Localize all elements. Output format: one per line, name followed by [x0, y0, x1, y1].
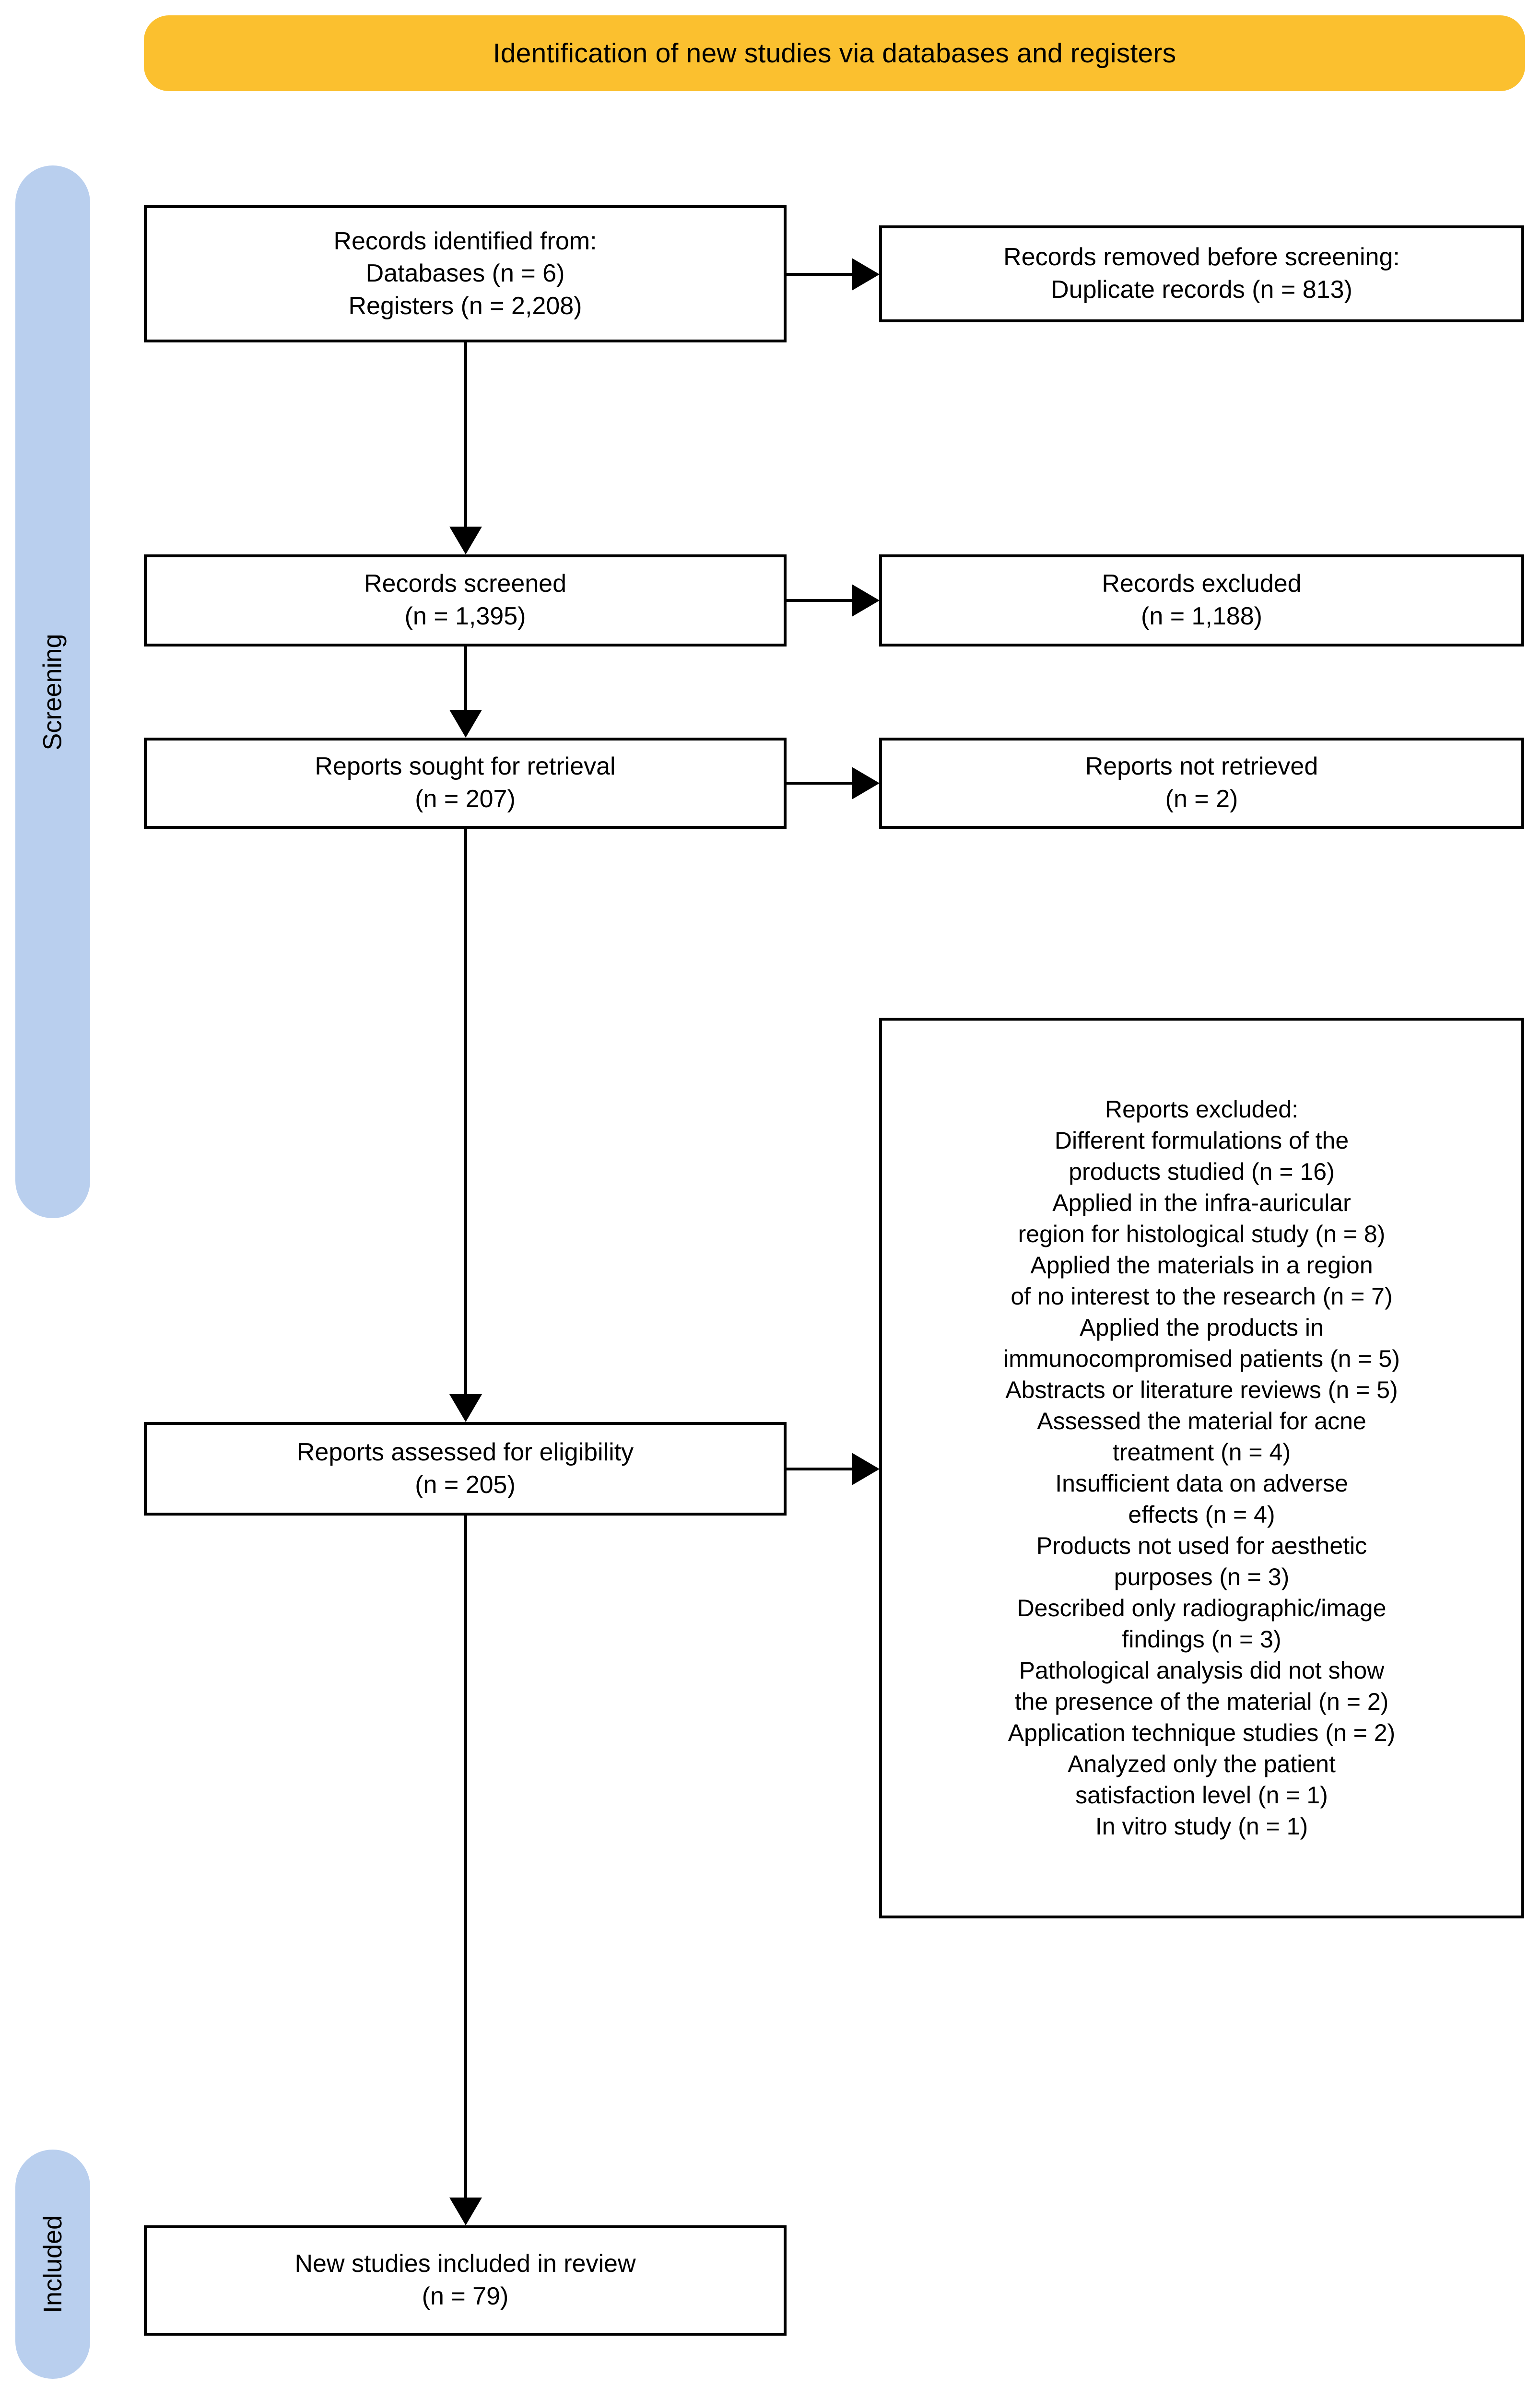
- box-reports-not-retrieved-text: Reports not retrieved (n = 2): [1085, 752, 1318, 813]
- arrow-right-icon-identified-to-removed: [852, 258, 880, 291]
- stage-label-screening: Screening: [38, 633, 68, 751]
- arrow-down-icon-identified-to-screened: [449, 527, 482, 554]
- arrow-right-icon-screened-to-excluded: [852, 584, 880, 617]
- stage-label-included: Included: [38, 2215, 68, 2314]
- box-records-identified-text: Records identified from: Databases (n = …: [333, 227, 597, 320]
- identification-header-banner: Identification of new studies via databa…: [144, 15, 1525, 91]
- box-records-removed-text: Records removed before screening: Duplic…: [1003, 243, 1400, 304]
- box-records-screened: Records screened (n = 1,395): [144, 554, 787, 647]
- box-reports-excluded-reasons-text: Reports excluded: Different formulations…: [1003, 1096, 1400, 1840]
- connector-identified-to-screened: [464, 342, 467, 528]
- arrow-right-icon-sought-to-not-retrieved: [852, 767, 880, 799]
- box-reports-assessed-eligibility: Reports assessed for eligibility (n = 20…: [144, 1422, 787, 1516]
- stage-bar-included: Included: [15, 2150, 90, 2379]
- connector-sought-to-eligibility: [464, 829, 467, 1395]
- stage-bar-screening: Screening: [15, 165, 90, 1218]
- arrow-right-icon-eligibility-to-exclusions: [852, 1453, 880, 1485]
- arrow-down-icon-screened-to-sought: [449, 710, 482, 738]
- box-reports-not-retrieved: Reports not retrieved (n = 2): [879, 738, 1524, 829]
- header-title: Identification of new studies via databa…: [493, 38, 1176, 69]
- box-records-identified: Records identified from: Databases (n = …: [144, 205, 787, 342]
- box-new-studies-included-text: New studies included in review (n = 79): [294, 2250, 636, 2310]
- box-records-excluded-text: Records excluded (n = 1,188): [1102, 570, 1302, 630]
- box-reports-sought: Reports sought for retrieval (n = 207): [144, 738, 787, 829]
- box-reports-excluded-reasons: Reports excluded: Different formulations…: [879, 1018, 1524, 1918]
- box-records-screened-text: Records screened (n = 1,395): [364, 570, 566, 630]
- box-records-excluded: Records excluded (n = 1,188): [879, 554, 1524, 647]
- box-new-studies-included: New studies included in review (n = 79): [144, 2225, 787, 2336]
- connector-sought-to-not-retrieved: [787, 782, 852, 785]
- connector-identified-to-removed: [787, 273, 852, 276]
- box-records-removed: Records removed before screening: Duplic…: [879, 225, 1524, 322]
- arrow-down-icon-sought-to-eligibility: [449, 1394, 482, 1422]
- connector-eligibility-to-exclusions: [787, 1468, 852, 1470]
- box-reports-assessed-eligibility-text: Reports assessed for eligibility (n = 20…: [296, 1438, 634, 1499]
- connector-screened-to-excluded: [787, 599, 852, 602]
- connector-screened-to-sought: [464, 647, 467, 710]
- connector-eligibility-to-included: [464, 1516, 467, 2198]
- arrow-down-icon-eligibility-to-included: [449, 2198, 482, 2225]
- box-reports-sought-text: Reports sought for retrieval (n = 207): [315, 752, 616, 813]
